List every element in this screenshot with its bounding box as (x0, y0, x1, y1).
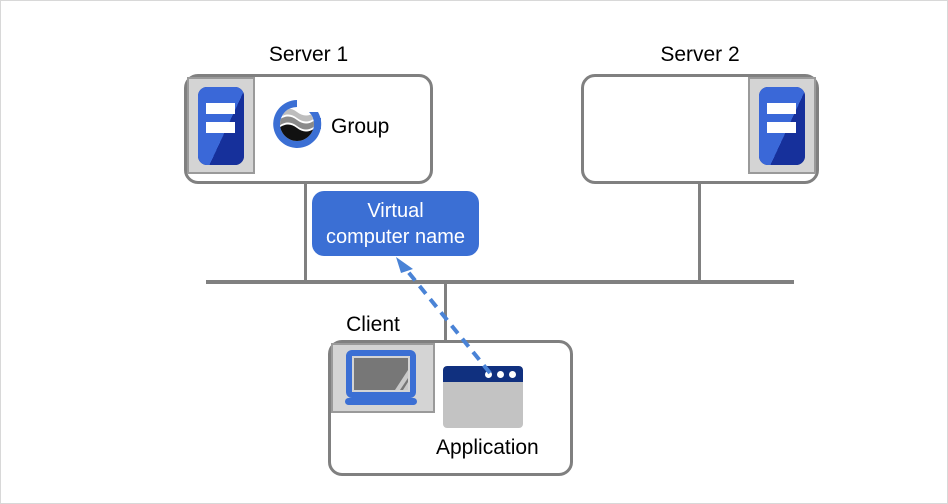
server-bar-top-icon (206, 102, 235, 114)
window-dot-1-icon (485, 370, 492, 378)
virtual-computer-name-callout[interactable]: Virtual computer name (312, 191, 479, 256)
server2-caption: Server 2 (660, 43, 740, 66)
server2-drop-line (698, 184, 701, 283)
window-dot-2-icon (497, 370, 504, 378)
client-caption: Client (346, 313, 400, 336)
application-window-titlebar-icon (443, 366, 523, 382)
server-bar-top-icon (767, 102, 796, 114)
server-chassis-icon (198, 86, 244, 165)
server1-group-row: Group (269, 96, 389, 157)
virtual-name-line2: computer name (326, 225, 465, 248)
network-bus-line (206, 280, 794, 284)
server-bar-bottom-icon (206, 121, 235, 133)
server-icon (748, 77, 816, 174)
application-label: Application (436, 436, 539, 459)
server1-drop-line (304, 184, 307, 283)
server-bar-bottom-icon (767, 121, 796, 133)
virtual-name-line1: Virtual (367, 199, 424, 222)
server-icon (187, 77, 255, 174)
application-window-icon[interactable] (443, 366, 523, 428)
group-label: Group (331, 114, 390, 138)
laptop-glyph-icon (345, 350, 417, 405)
server1-caption: Server 1 (268, 43, 349, 66)
group-globe-icon (269, 96, 325, 157)
client-drop-line (444, 282, 447, 340)
laptop-icon (331, 343, 435, 413)
window-dot-3-icon (509, 370, 516, 378)
server-chassis-icon (759, 86, 805, 165)
